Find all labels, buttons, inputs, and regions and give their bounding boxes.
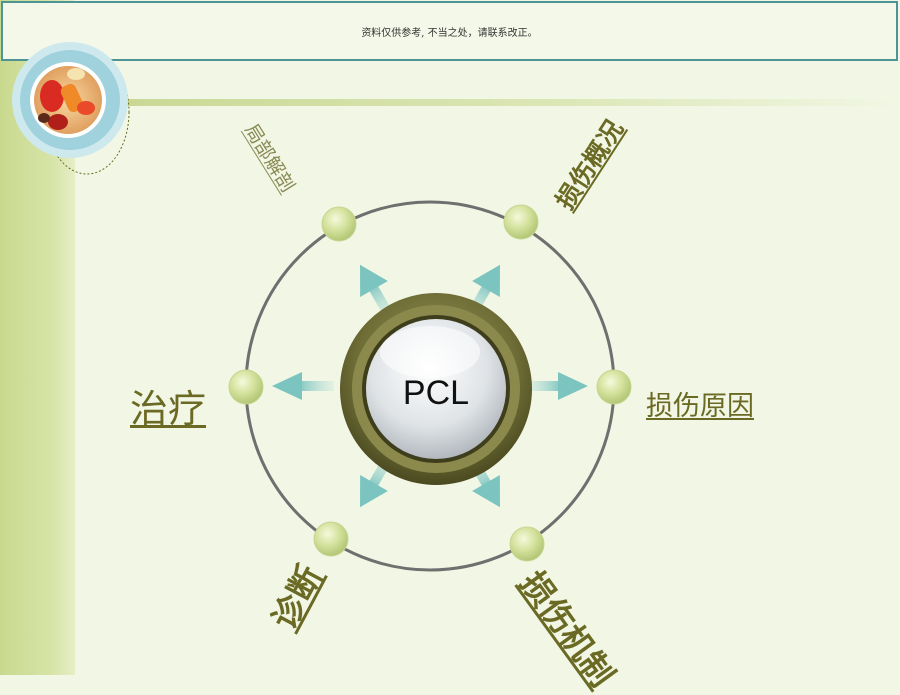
node-top-right <box>503 204 539 240</box>
center-label: PCL <box>403 374 469 412</box>
label-injury-cause: 损伤原因 <box>646 391 754 422</box>
node-bottom-left <box>313 521 349 557</box>
notice-banner: 资料仅供参考, 不当之处，请联系改正。 <box>1 1 898 61</box>
node-left <box>228 369 264 405</box>
arrow-left <box>272 372 334 400</box>
arrow-right <box>526 372 588 400</box>
pcl-diagram: PCL <box>12 42 632 572</box>
node-bottom-right <box>509 526 545 562</box>
label-treatment: 治疗 <box>130 387 207 431</box>
notice-text: 资料仅供参考, 不当之处，请联系改正。 <box>361 27 538 39</box>
node-right <box>596 369 632 405</box>
center-hub: PCL <box>340 293 532 485</box>
header-rule <box>120 99 900 106</box>
pills-logo-icon <box>12 42 130 175</box>
node-top-left <box>321 206 357 242</box>
orbit-nodes <box>228 204 632 562</box>
